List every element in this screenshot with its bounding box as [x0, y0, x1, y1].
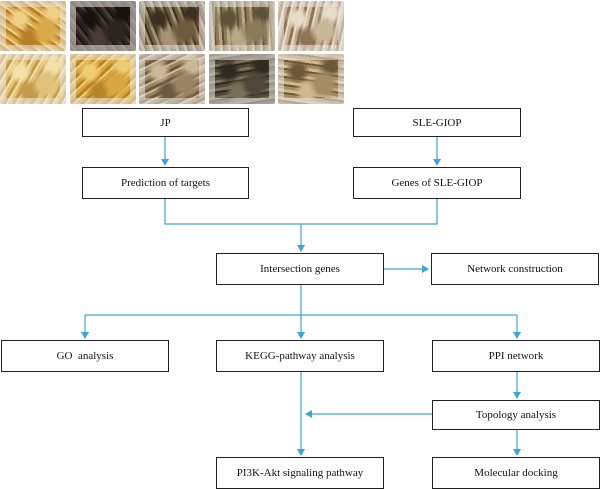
node-jp: JP — [82, 108, 249, 137]
herb-fine-shreds — [208, 1, 275, 51]
herb-dark-pieces — [69, 1, 136, 51]
herb-twigs-mixed — [139, 1, 205, 51]
herb-pale-slices — [278, 1, 344, 51]
node-kegg-pathway-analysis: KEGG-pathway analysis — [216, 340, 384, 372]
herb-dark-shreds — [208, 54, 275, 104]
herb-golden-seeds — [69, 54, 136, 104]
node-ppi-network: PPI network — [432, 340, 600, 372]
herb-thin-roots — [139, 54, 205, 104]
node-molecular-docking: Molecular docking — [432, 457, 600, 489]
node-prediction-of-targets: Prediction of targets — [82, 167, 249, 199]
herb-photo-grid — [0, 0, 348, 104]
node-pi3k-akt-pathway: PI3K-Akt signaling pathway — [216, 457, 384, 489]
node-sle-giop: SLE-GIOP — [353, 108, 521, 137]
connector-merge — [164, 199, 438, 225]
node-genes-of-sle-giop: Genes of SLE-GIOP — [353, 167, 521, 199]
node-go-analysis: GO analysis — [1, 340, 169, 372]
node-intersection-genes: Intersection genes — [216, 253, 384, 285]
herb-chunky-pieces — [278, 54, 344, 104]
node-network-construction: Network construction — [431, 253, 599, 285]
node-topology-analysis: Topology analysis — [432, 400, 600, 430]
herb-slices-yellow — [0, 1, 66, 51]
herb-round-slices — [0, 54, 66, 104]
